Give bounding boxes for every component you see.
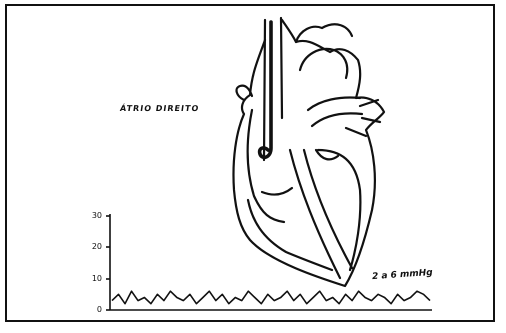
pulmonary-artery xyxy=(308,98,362,127)
y-tick-label-20: 20 xyxy=(88,242,102,251)
vena-cava xyxy=(264,18,282,160)
chamber-label: ÁTRIO DIREITO xyxy=(119,104,199,113)
right-atrium-wall xyxy=(248,110,284,222)
pulmonary-veins xyxy=(346,100,380,136)
y-tick-label-10: 10 xyxy=(88,274,102,283)
heart-outline xyxy=(233,20,384,286)
aortic-arch xyxy=(296,24,352,78)
septum xyxy=(290,150,352,278)
y-tick-label-0: 0 xyxy=(88,305,102,314)
y-tick-label-30: 30 xyxy=(88,211,102,220)
right-auricle xyxy=(237,86,252,100)
pressure-trace xyxy=(112,291,430,304)
tricuspid-valve xyxy=(262,188,292,195)
